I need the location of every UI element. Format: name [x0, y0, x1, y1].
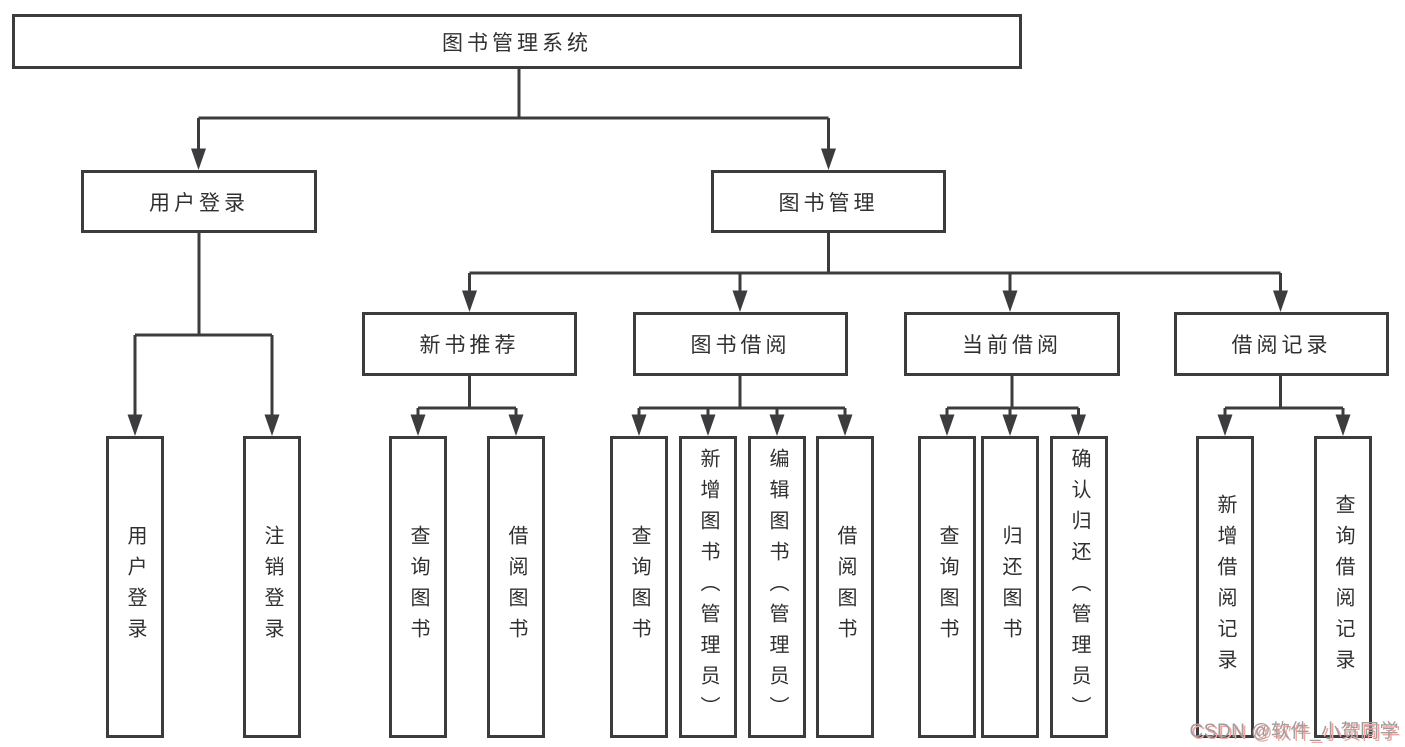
leaf-newbooks-borrow-books-label: 借阅图书: [505, 525, 527, 649]
arrowhead-icon: [1335, 414, 1351, 436]
leaf-borrowing-query-books: 查询图书: [610, 436, 668, 738]
leaf-current-query-books: 查询图书: [918, 436, 976, 738]
leaf-return-books-label: 归还图书: [999, 525, 1021, 649]
arrowhead-icon: [1217, 414, 1233, 436]
leaf-newbooks-borrow-books: 借阅图书: [487, 436, 545, 738]
arrowhead-icon: [1071, 414, 1086, 436]
arrowhead-icon: [1002, 414, 1018, 436]
leaf-query-borrow-record-label: 查询借阅记录: [1332, 494, 1354, 680]
leaf-edit-books-admin-label: 编辑图书（管理员）: [766, 447, 788, 727]
node-book-management: 图书管理: [711, 170, 946, 233]
arrowhead-icon: [508, 414, 524, 436]
arrowhead-icon: [631, 414, 647, 436]
leaf-newbooks-query-books-label: 查询图书: [407, 525, 429, 649]
arrowhead-icon: [700, 414, 716, 436]
arrowhead-icon: [837, 414, 853, 436]
arrowhead-icon: [1273, 290, 1288, 312]
leaf-query-borrow-record: 查询借阅记录: [1314, 436, 1372, 738]
arrowhead-icon: [462, 290, 477, 312]
node-current-borrowing: 当前借阅: [904, 312, 1120, 376]
leaf-return-books: 归还图书: [981, 436, 1039, 738]
leaf-add-books-admin: 新增图书（管理员）: [679, 436, 737, 738]
leaf-logout-label: 注销登录: [261, 525, 283, 649]
leaf-borrowing-borrow-books-label: 借阅图书: [834, 525, 856, 649]
arrowhead-icon: [191, 148, 206, 170]
leaf-user-login: 用户登录: [106, 436, 164, 738]
arrowhead-icon: [410, 414, 426, 436]
leaf-confirm-return-admin-label: 确认归还（管理员）: [1068, 447, 1090, 727]
leaf-add-borrow-record-label: 新增借阅记录: [1214, 494, 1236, 680]
watermark: CSDN @软件_小贺同学: [1189, 721, 1399, 742]
arrowhead-icon: [1002, 290, 1018, 312]
leaf-newbooks-query-books: 查询图书: [389, 436, 447, 738]
node-library-management-system: 图书管理系统: [12, 14, 1022, 69]
leaf-edit-books-admin: 编辑图书（管理员）: [748, 436, 806, 738]
leaf-add-books-admin-label: 新增图书（管理员）: [697, 447, 719, 727]
node-user-login: 用户登录: [81, 170, 317, 233]
leaf-confirm-return-admin: 确认归还（管理员）: [1050, 436, 1108, 738]
node-borrowing-records: 借阅记录: [1174, 312, 1389, 376]
leaf-logout: 注销登录: [243, 436, 301, 738]
leaf-user-login-label: 用户登录: [124, 525, 146, 649]
leaf-current-query-books-label: 查询图书: [936, 525, 958, 649]
leaf-borrowing-query-books-label: 查询图书: [628, 525, 650, 649]
arrowhead-icon: [939, 414, 955, 436]
arrowhead-icon: [769, 414, 785, 436]
arrowhead-icon: [127, 414, 143, 436]
node-new-book-recommendation: 新书推荐: [362, 312, 577, 376]
arrowhead-icon: [821, 148, 836, 170]
arrowhead-icon: [732, 290, 748, 312]
arrowhead-icon: [264, 414, 280, 436]
leaf-add-borrow-record: 新增借阅记录: [1196, 436, 1254, 738]
node-book-borrowing: 图书借阅: [633, 312, 848, 376]
leaf-borrowing-borrow-books: 借阅图书: [816, 436, 874, 738]
